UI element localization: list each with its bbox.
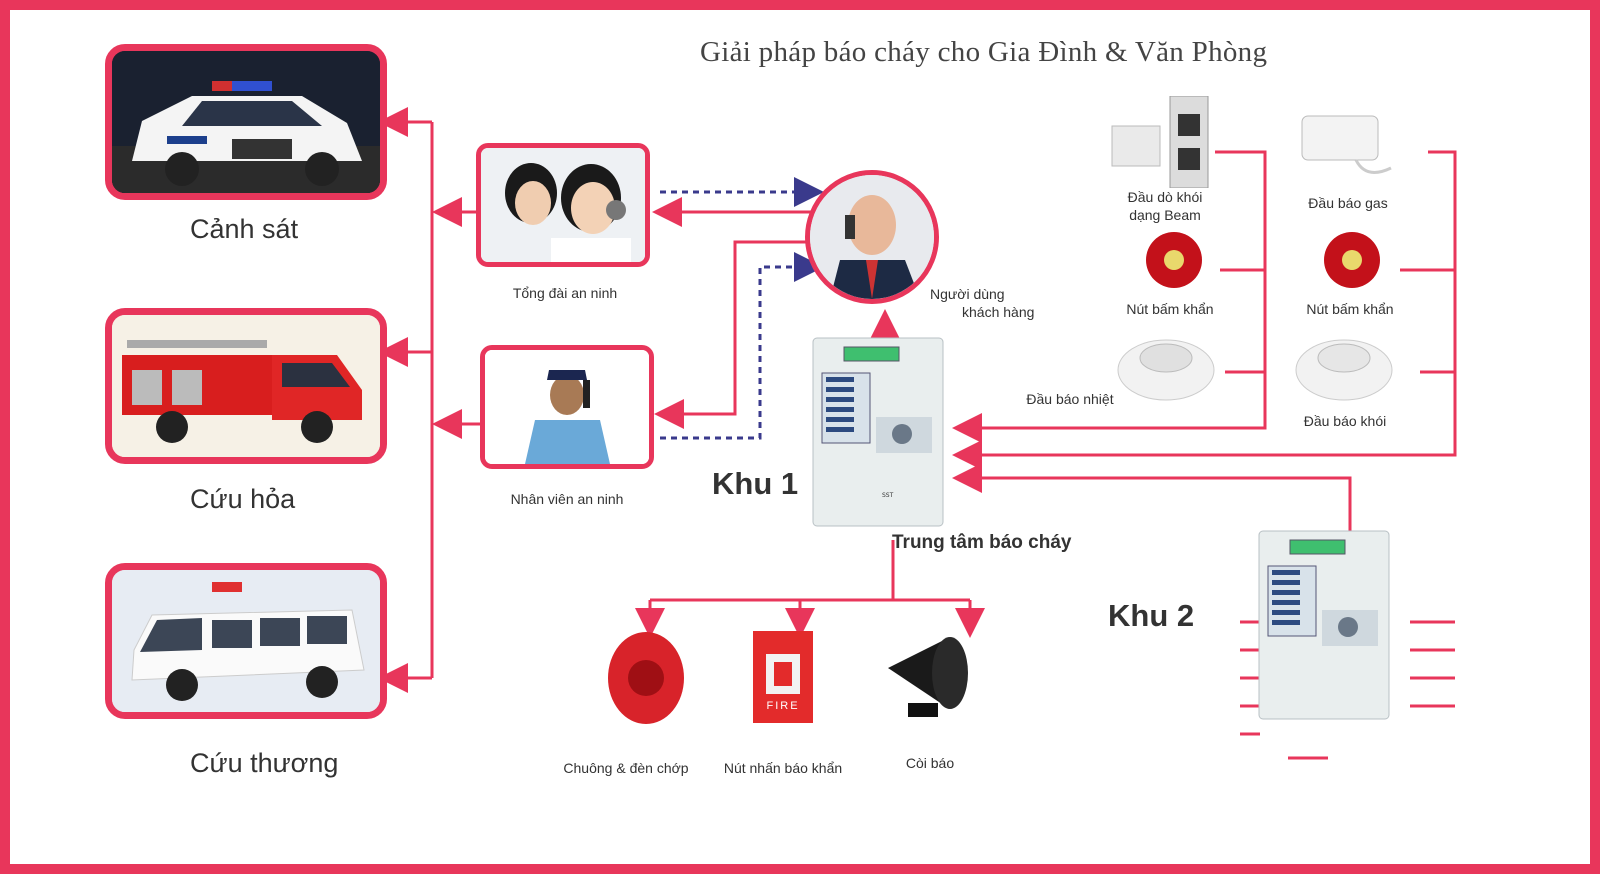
fire-control-panel-zone2 xyxy=(1258,530,1390,720)
zone1-label: Khu 1 xyxy=(712,466,799,501)
beam-smoke-detector-image xyxy=(1110,95,1220,189)
ambulance-label: Cứu thương xyxy=(190,748,339,778)
heat-detector-image xyxy=(1114,330,1218,402)
user-image xyxy=(805,170,939,304)
fire-label: Cứu hỏa xyxy=(190,484,296,514)
fire-truck-image xyxy=(105,308,387,464)
diagram-title: Giải pháp báo cháy cho Gia Đình & Văn Ph… xyxy=(700,36,1268,68)
security-guard-image xyxy=(480,345,654,469)
ambulance-image xyxy=(105,563,387,719)
beam-label-line1: Đầu dò khói xyxy=(1127,189,1203,205)
police-car-image xyxy=(105,44,387,200)
manual-button-right-label: Nút bấm khẩn xyxy=(1306,301,1394,317)
gas-detector-label: Đầu báo gas xyxy=(1308,195,1388,211)
beam-detector-label: Đầu dò khói dạng Beam xyxy=(1105,188,1225,224)
bell-label: Chuông & đèn chớp xyxy=(563,760,689,776)
gas-detector-image xyxy=(1296,108,1396,184)
user-label-line2: khách hàng xyxy=(962,304,1035,320)
siren-image xyxy=(868,628,978,728)
security-center-label: Tổng đài an ninh xyxy=(512,285,618,301)
manual-button-right-image xyxy=(1318,232,1388,292)
zone2-label: Khu 2 xyxy=(1108,598,1195,633)
user-label-line1: Người dùng xyxy=(930,286,1005,302)
security-guard-label: Nhân viên an ninh xyxy=(510,491,624,507)
heat-detector-label: Đầu báo nhiệt xyxy=(1026,391,1114,407)
security-center-image xyxy=(476,143,650,267)
panel-caption: Trung tâm báo cháy xyxy=(892,532,1072,553)
manual-button-left-label: Nút bấm khẩn xyxy=(1126,301,1214,317)
fire-control-panel-zone1: SST xyxy=(812,337,944,527)
manual-callpoint-image: FIRE xyxy=(752,630,814,724)
siren-label: Còi báo xyxy=(905,755,955,771)
user-label: Người dùng khách hàng xyxy=(920,285,1050,321)
svg-text:SST: SST xyxy=(882,492,894,499)
bell-strobe-image xyxy=(604,628,688,728)
police-label: Cảnh sát xyxy=(190,214,299,244)
manual-button-left-image xyxy=(1140,232,1210,292)
callpoint-fire-text: FIRE xyxy=(766,700,800,712)
beam-label-line2: dạng Beam xyxy=(1129,207,1201,223)
callpoint-label: Nút nhấn báo khẩn xyxy=(723,760,843,776)
smoke-detector-image xyxy=(1292,330,1396,402)
smoke-detector-label: Đầu báo khói xyxy=(1303,413,1387,429)
